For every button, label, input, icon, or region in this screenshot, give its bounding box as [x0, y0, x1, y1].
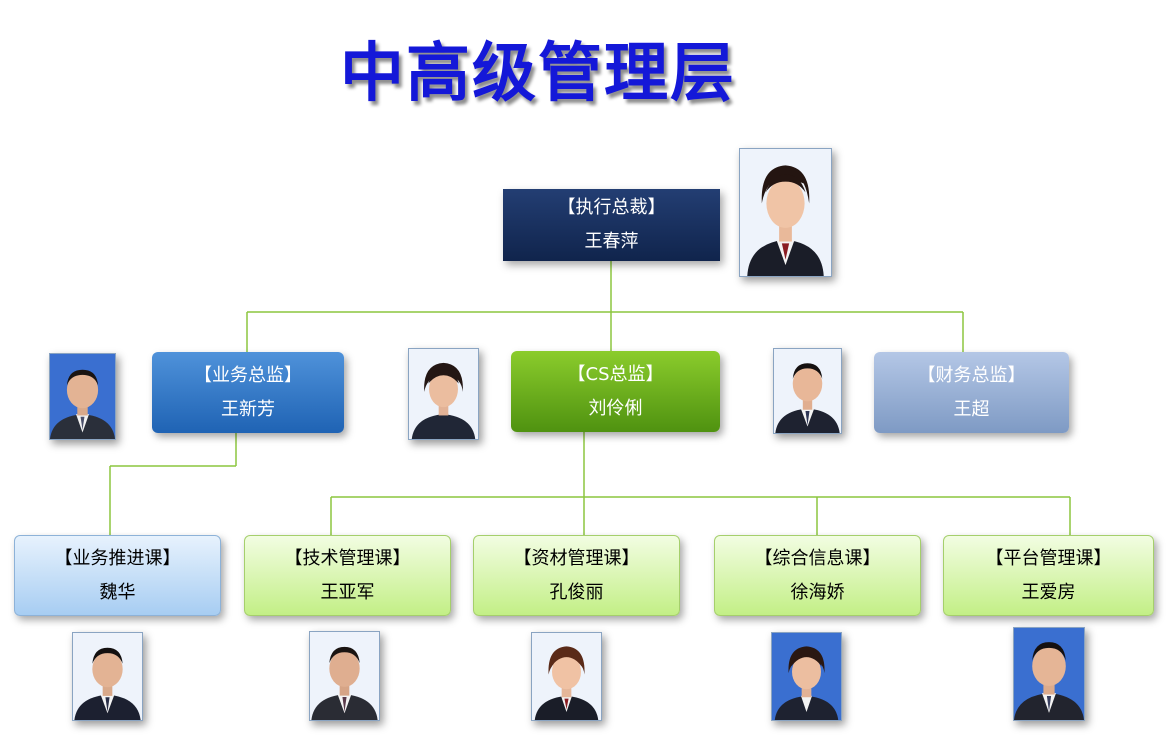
section-role: 【综合信息课】	[754, 547, 881, 569]
section-photo-promotion	[72, 632, 143, 721]
cs-director-photo	[408, 348, 479, 440]
executive-photo	[739, 148, 832, 277]
section-node-tech: 【技术管理课】 王亚军	[244, 535, 451, 616]
executive-name: 王春萍	[584, 231, 639, 252]
section-photo-platform	[1013, 627, 1085, 721]
section-photo-tech	[309, 631, 380, 721]
finance-director-role: 【财务总监】	[917, 364, 1026, 386]
section-node-promotion: 【业务推进课】 魏华	[14, 535, 221, 616]
cs-director-name: 刘伶俐	[588, 397, 643, 419]
section-role: 【技术管理课】	[284, 547, 411, 569]
section-name: 王亚军	[320, 581, 375, 603]
section-name: 孔俊丽	[549, 581, 604, 603]
section-node-materials: 【资材管理课】 孔俊丽	[473, 535, 680, 616]
page-title: 中高级管理层	[340, 37, 736, 111]
section-node-info: 【综合信息课】 徐海娇	[714, 535, 921, 616]
finance-director-node: 【财务总监】 王超	[874, 352, 1069, 433]
finance-director-name: 王超	[953, 398, 990, 420]
section-role: 【资材管理课】	[513, 547, 640, 569]
cs-director-role: 【CS总监】	[567, 363, 664, 385]
sales-director-photo	[49, 353, 116, 440]
section-name: 魏华	[99, 581, 136, 603]
section-photo-materials	[531, 632, 602, 721]
executive-role: 【执行总裁】	[557, 197, 666, 218]
section-role: 【平台管理课】	[985, 547, 1112, 569]
sales-director-node: 【业务总监】 王新芳	[152, 352, 344, 433]
cs-director-node: 【CS总监】 刘伶俐	[511, 351, 720, 432]
executive-node: 【执行总裁】 王春萍	[503, 189, 720, 261]
section-name: 王爱房	[1021, 581, 1076, 603]
section-node-platform: 【平台管理课】 王爱房	[943, 535, 1154, 616]
sales-director-role: 【业务总监】	[194, 364, 302, 386]
section-name: 徐海娇	[790, 581, 845, 603]
section-photo-info	[771, 632, 842, 721]
sales-director-name: 王新芳	[221, 398, 275, 420]
finance-director-photo	[773, 348, 842, 434]
section-role: 【业务推进课】	[54, 547, 181, 569]
